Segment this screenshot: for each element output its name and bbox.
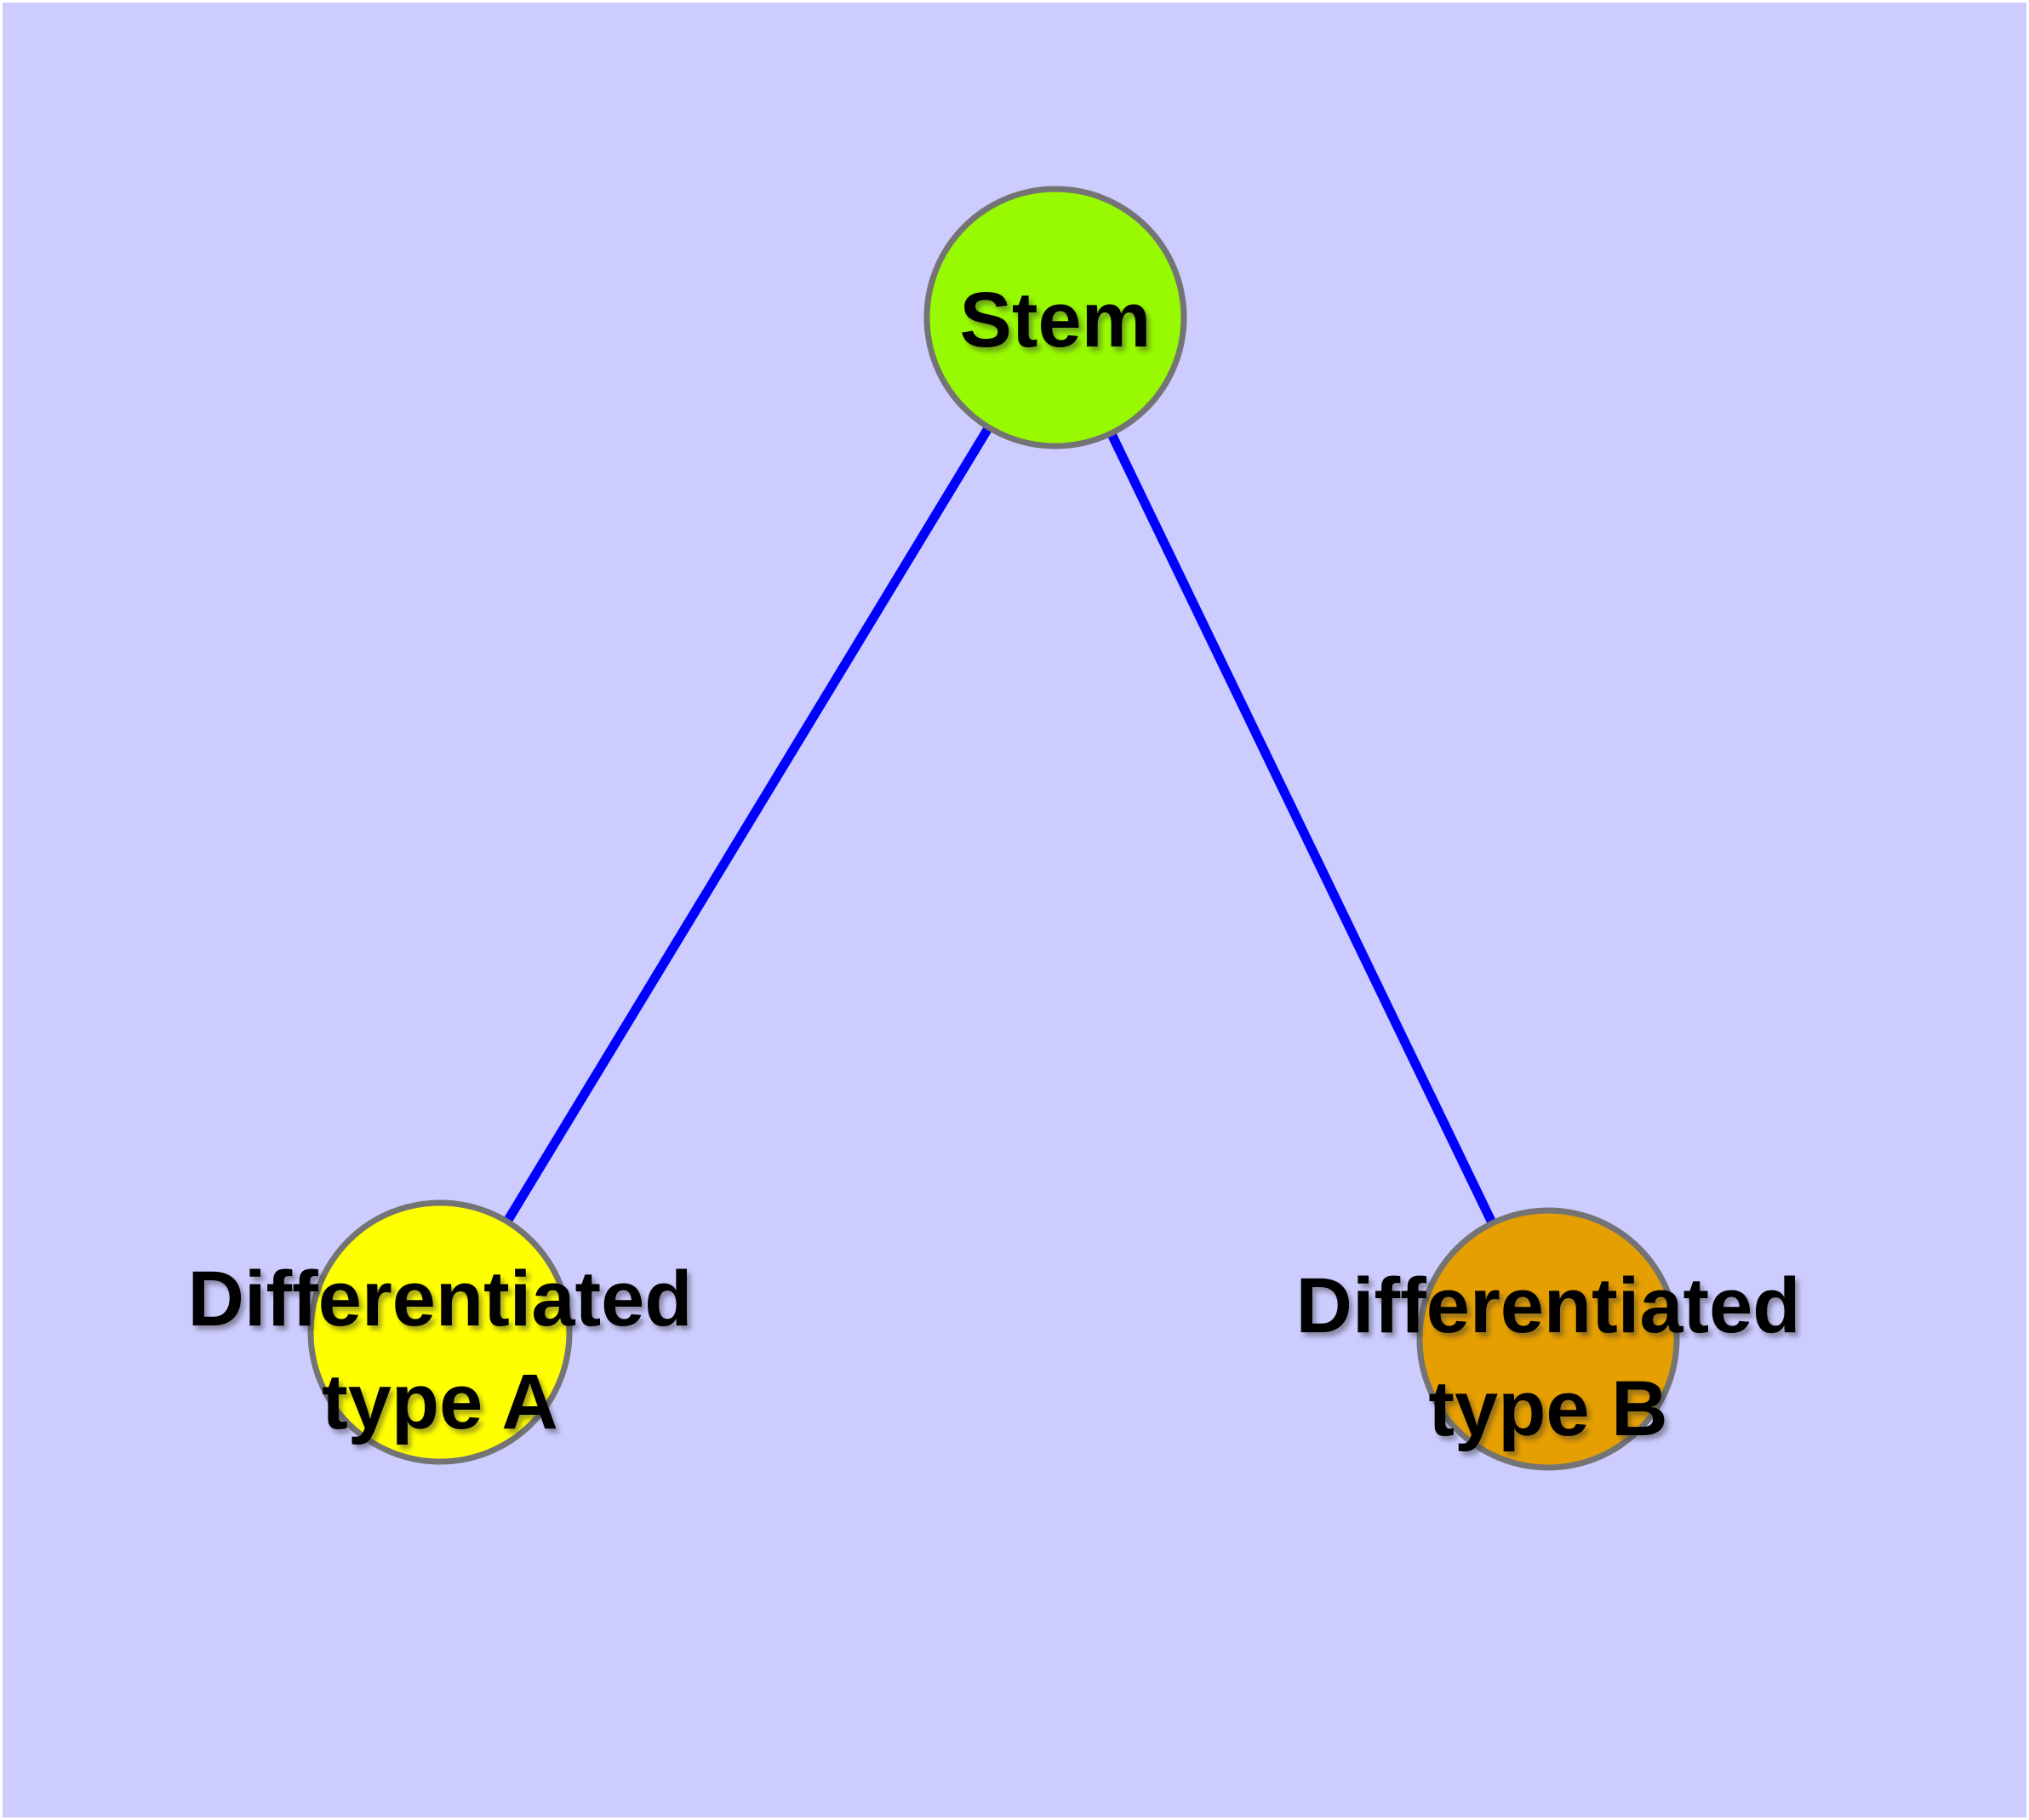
node-stem-circle — [923, 186, 1187, 449]
edge-stem-to-diff-b — [1051, 315, 1552, 1342]
node-diff-b-circle — [1416, 1207, 1680, 1471]
node-diff-a-circle — [307, 1199, 573, 1465]
edge-stem-to-diff-a — [436, 315, 1060, 1335]
node-stem-label: Stem — [960, 277, 1152, 363]
